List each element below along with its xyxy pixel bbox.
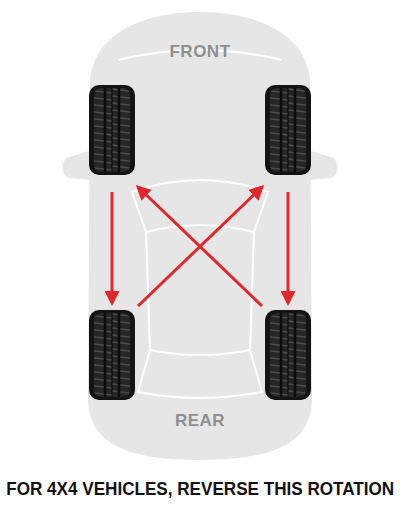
rotation-arrow	[138, 187, 262, 306]
windshield	[132, 180, 268, 232]
label-slot: FRONT	[169, 42, 230, 62]
car-end-label: FRONT	[169, 42, 230, 62]
tire	[265, 310, 311, 400]
rear-window	[138, 350, 262, 398]
roof-line	[146, 232, 254, 350]
tire	[89, 85, 135, 175]
label-slot: REAR	[175, 411, 225, 431]
tire	[89, 310, 135, 400]
rotation-arrow	[138, 187, 262, 306]
side-mirror	[308, 150, 338, 180]
rotation-arrow	[287, 192, 290, 303]
caption-slot: FOR 4X4 VEHICLES, REVERSE THIS ROTATION	[0, 479, 400, 500]
side-mirror	[62, 150, 92, 180]
caption-note: FOR 4X4 VEHICLES, REVERSE THIS ROTATION	[6, 479, 394, 500]
car-end-label: REAR	[175, 411, 225, 431]
tire	[265, 85, 311, 175]
rotation-arrow	[111, 192, 114, 303]
car-body	[88, 12, 312, 460]
